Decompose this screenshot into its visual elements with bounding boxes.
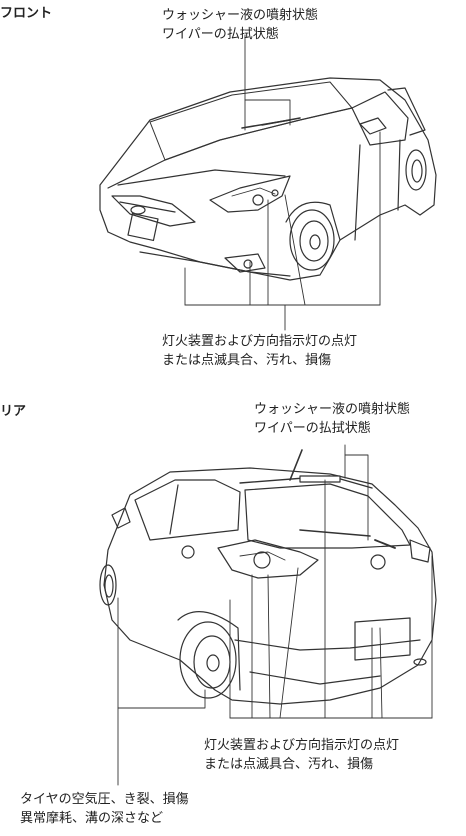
rear-tire-label: タイヤの空気圧、き裂、損傷 異常摩耗、溝の深さなど bbox=[20, 790, 189, 828]
rear-car-illustration bbox=[99, 444, 437, 786]
front-washer-line-1: ウォッシャー液の噴射状態 bbox=[162, 8, 319, 23]
rear-tire-line-1: タイヤの空気圧、き裂、損傷 bbox=[20, 792, 189, 807]
rear-washer-label: ウォッシャー液の噴射状態 ワイパーの払拭状態 bbox=[254, 400, 410, 438]
rear-tire-line-2: 異常摩耗、溝の深さなど bbox=[20, 811, 164, 826]
front-lights-line-1: 灯火装置および方向指示灯の点灯 bbox=[162, 334, 358, 349]
front-heading: フロント bbox=[0, 6, 53, 21]
front-lights-label: 灯火装置および方向指示灯の点灯 または点滅具合、汚れ、損傷 bbox=[162, 332, 357, 370]
front-washer-line-2: ワイパーの払拭状態 bbox=[162, 27, 279, 42]
rear-lights-line-1: 灯火装置および方向指示灯の点灯 bbox=[204, 738, 400, 753]
rear-heading: リア bbox=[0, 404, 27, 419]
rear-lights-line-2: または点滅具合、汚れ、損傷 bbox=[204, 757, 374, 772]
rear-washer-line-1: ウォッシャー液の噴射状態 bbox=[254, 402, 411, 417]
rear-lights-label: 灯火装置および方向指示灯の点灯 または点滅具合、汚れ、損傷 bbox=[204, 736, 399, 774]
rear-washer-line-2: ワイパーの払拭状態 bbox=[254, 421, 371, 436]
front-lights-line-2: または点滅具合、汚れ、損傷 bbox=[162, 353, 332, 368]
front-washer-label: ウォッシャー液の噴射状態 ワイパーの払拭状態 bbox=[162, 6, 318, 44]
front-car-illustration bbox=[99, 34, 437, 331]
